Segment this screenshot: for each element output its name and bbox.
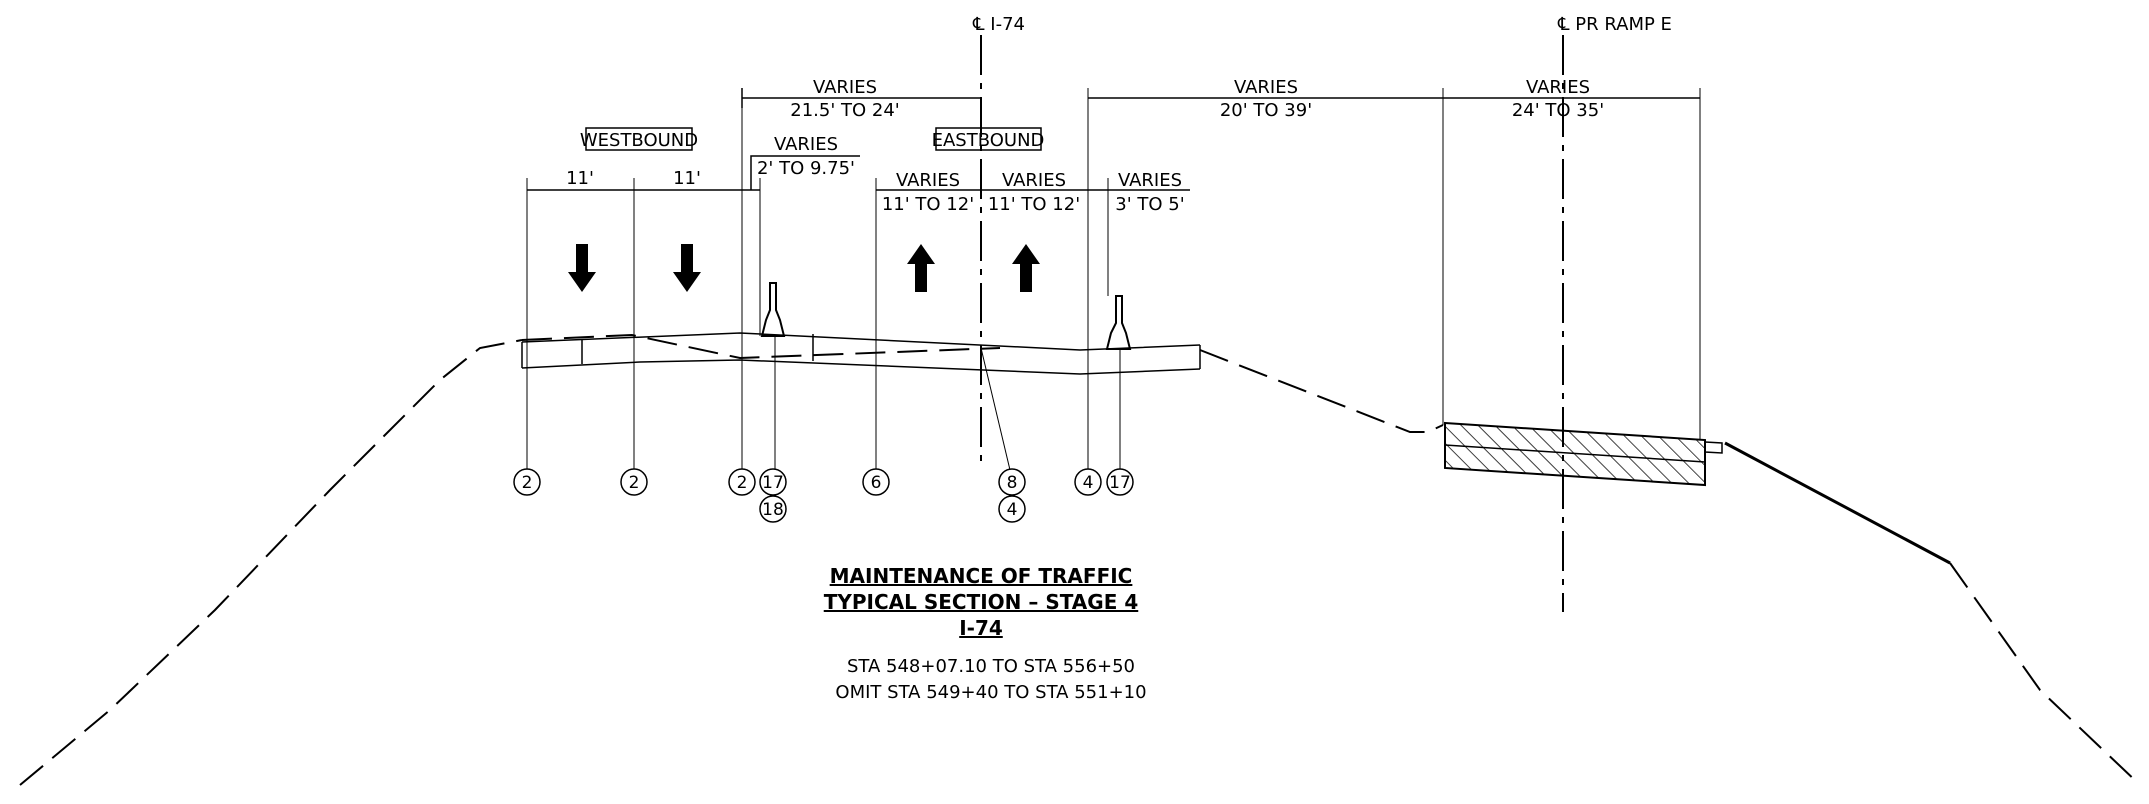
- callout-number: 2: [629, 473, 640, 493]
- westbound-label-box: WESTBOUND: [580, 127, 698, 151]
- centerline-ramp-e: ℄ PR RAMP E: [1557, 14, 1672, 612]
- callout-number: 17: [762, 473, 784, 493]
- dim-eb-varies-3: VARIES: [1118, 170, 1182, 191]
- dim-wb-lane-2: 11': [673, 168, 701, 189]
- callout-circle: 17: [1106, 468, 1134, 496]
- callout-number: 8: [1007, 473, 1018, 493]
- callout-number: 17: [1109, 473, 1131, 493]
- callout-number: 4: [1083, 473, 1094, 493]
- callout-circle: 4: [998, 495, 1026, 523]
- title-block: MAINTENANCE OF TRAFFIC TYPICAL SECTION –…: [824, 564, 1147, 703]
- lane-arrows: [568, 244, 1040, 292]
- callout-leaders: [774, 336, 1121, 471]
- callout-circle: 17: [759, 468, 787, 496]
- callout-circle: 18: [759, 495, 787, 523]
- westbound-label: WESTBOUND: [580, 130, 698, 151]
- dim-varies-2: VARIES: [1234, 77, 1298, 98]
- callout-number: 2: [522, 473, 533, 493]
- title-line-2: TYPICAL SECTION – STAGE 4: [824, 590, 1139, 614]
- callout-circle: 2: [728, 468, 756, 496]
- callout-circle: 6: [862, 468, 890, 496]
- barrier-westbound: [760, 282, 786, 337]
- dim-shoulder-range: 2' TO 9.75': [757, 158, 855, 179]
- dim-varies-1: VARIES: [813, 77, 877, 98]
- top-dimensions: VARIES 21.5' TO 24' VARIES 20' TO 39' VA…: [741, 77, 1701, 440]
- eastbound-label-box: EASTBOUND: [932, 127, 1045, 151]
- dim-eb-range-3: 3' TO 5': [1115, 194, 1184, 215]
- dim-wb-lane-1: 11': [566, 168, 594, 189]
- barrier-eastbound: [1105, 295, 1132, 350]
- dim-range-3: 24' TO 35': [1512, 100, 1604, 121]
- station-range: STA 548+07.10 TO STA 556+50: [847, 656, 1135, 677]
- callout-circle: 2: [513, 468, 541, 496]
- dim-eb-varies-1: VARIES: [896, 170, 960, 191]
- arrow-down-icon: [568, 244, 596, 292]
- lane-dimensions: 11' 11' VARIES 11' TO 12' VARIES 11' TO …: [526, 168, 1190, 470]
- dim-eb-varies-2: VARIES: [1002, 170, 1066, 191]
- eastbound-label: EASTBOUND: [932, 130, 1045, 151]
- ground-profile: [19, 333, 2141, 786]
- callout-circle: 2: [620, 468, 648, 496]
- ramp-pavement: [1444, 421, 1723, 487]
- callout-number: 18: [762, 500, 784, 520]
- dim-shoulder-varies: VARIES: [774, 134, 838, 155]
- arrow-down-icon: [673, 244, 701, 292]
- centerline-i74: ℄ I-74: [972, 14, 1025, 465]
- dim-eb-range-1: 11' TO 12': [882, 194, 974, 215]
- dim-eb-range-2: 11' TO 12': [988, 194, 1080, 215]
- callout-circle: 8: [998, 468, 1026, 496]
- arrow-up-icon: [1012, 244, 1040, 292]
- title-line-3: I-74: [959, 616, 1003, 640]
- callout-number: 2: [737, 473, 748, 493]
- callout-number: 4: [1007, 500, 1018, 520]
- callout-circle: 4: [1074, 468, 1102, 496]
- centerline-i74-label: ℄ I-74: [972, 14, 1025, 35]
- centerline-ramp-label: ℄ PR RAMP E: [1557, 14, 1672, 35]
- title-line-1: MAINTENANCE OF TRAFFIC: [830, 564, 1133, 588]
- dim-varies-3: VARIES: [1526, 77, 1590, 98]
- dim-range-1: 21.5' TO 24': [790, 100, 900, 121]
- arrow-up-icon: [907, 244, 935, 292]
- dim-range-2: 20' TO 39': [1220, 100, 1312, 121]
- callouts: 2 2 2 17 18 6 8 4 4 17: [513, 468, 1134, 523]
- station-omit: OMIT STA 549+40 TO STA 551+10: [835, 682, 1146, 703]
- callout-number: 6: [871, 473, 882, 493]
